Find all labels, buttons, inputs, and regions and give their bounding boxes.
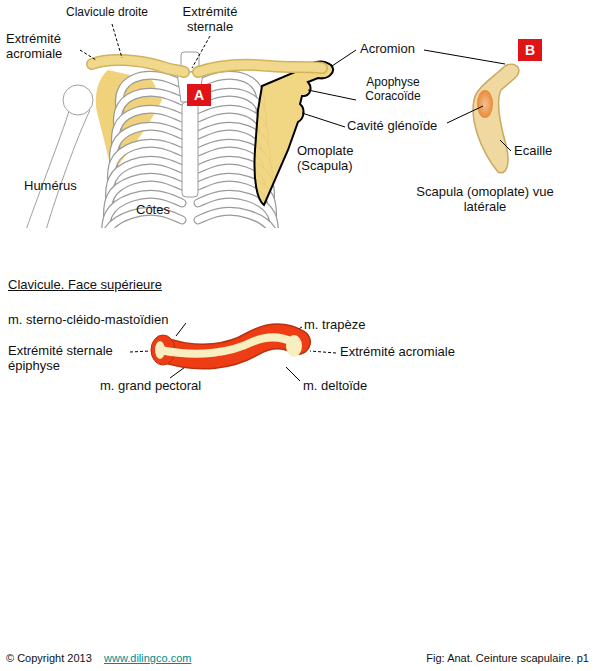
scapula — [254, 61, 332, 205]
part-label: Extrémité acromiale — [6, 32, 78, 62]
rib — [198, 211, 277, 228]
section-heading: Clavicule. Face supérieure — [8, 278, 162, 293]
clavicle-detail — [151, 335, 302, 365]
ribs — [103, 75, 276, 228]
muscle-label: m. sterno-cléido-mastoïdien — [8, 313, 168, 328]
part-label: Humérus — [24, 179, 77, 194]
part-label: Ecaille — [514, 144, 552, 159]
muscle-label: m. grand pectoral — [100, 379, 201, 394]
scapula-lateral — [473, 64, 519, 173]
leader-lines — [80, 24, 511, 381]
part-label: Acromion — [360, 42, 415, 57]
clavicle — [198, 65, 322, 72]
part-label: Clavicule droite — [66, 6, 148, 20]
copyright: © Copyright 2013 — [6, 652, 92, 665]
part-label: Extrémité sternale épiphyse — [8, 344, 132, 374]
marker-letter: B — [525, 42, 535, 58]
view-label: Scapula (omoplate) vue latérale — [416, 185, 554, 215]
rib — [198, 211, 277, 228]
part-label: Omoplate (Scapula) — [297, 144, 375, 174]
part-label: Extrémité acromiale — [340, 345, 455, 360]
glenoid-cavity — [477, 90, 493, 118]
figure-caption: Fig: Anat. Ceinture scapulaire. p1 — [426, 652, 589, 665]
part-label: Apophyse Coracoïde — [358, 76, 428, 104]
part-label: Côtes — [136, 203, 170, 218]
humerus — [26, 108, 90, 228]
part-label: Cavité glénoïde — [347, 119, 437, 134]
clavicle — [92, 60, 184, 72]
marker-letter: A — [194, 87, 204, 103]
clavicle — [92, 60, 184, 72]
part-label: Extrémité sternale — [178, 5, 242, 35]
marker-box: A — [187, 84, 211, 106]
clavicle — [198, 65, 322, 72]
muscle-label: m. deltoïde — [303, 379, 367, 394]
link: www.dilingco.com — [104, 652, 191, 665]
marker-box: B — [518, 39, 542, 61]
muscle-label: m. trapèze — [304, 318, 365, 333]
sternum — [182, 102, 198, 197]
humerus-head — [63, 85, 93, 115]
